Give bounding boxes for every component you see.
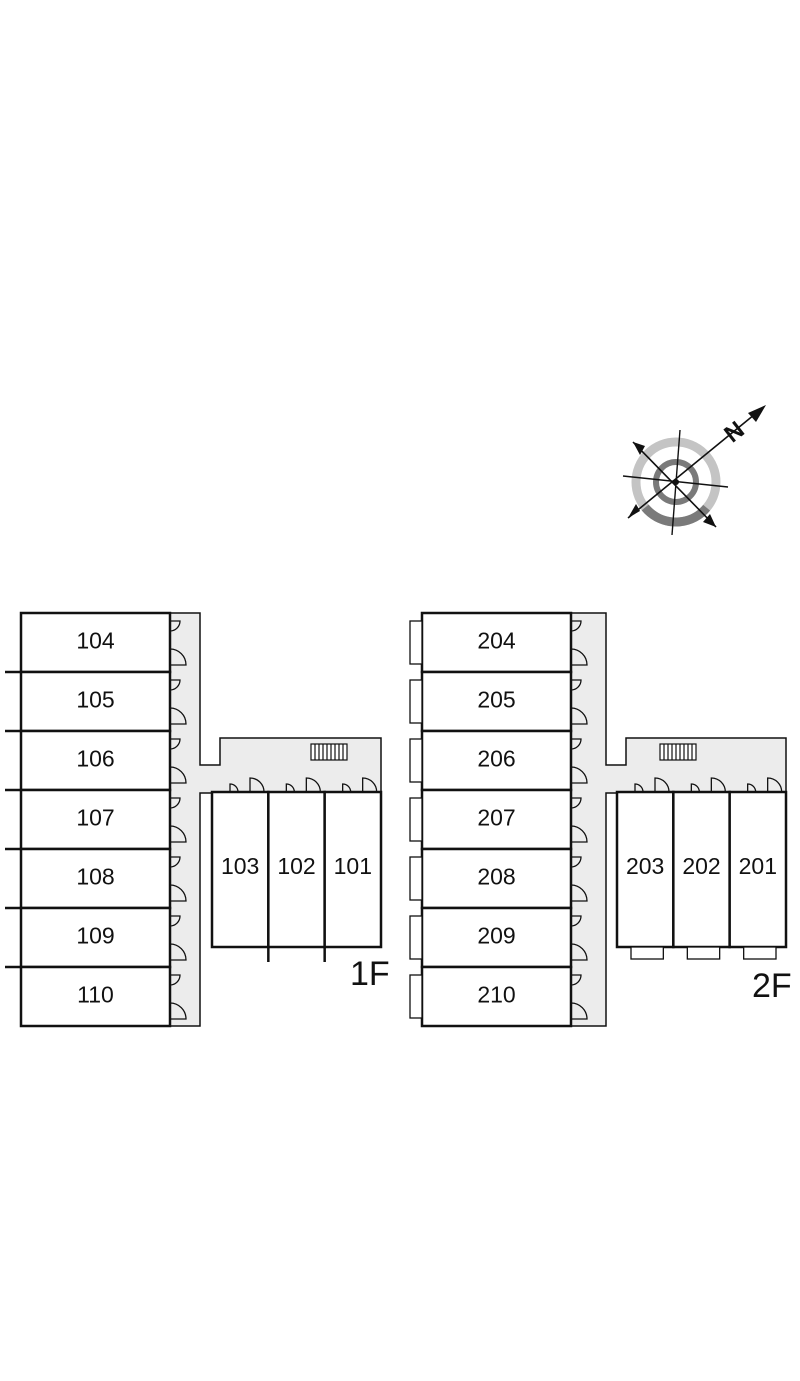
room-label: 104 bbox=[76, 628, 115, 654]
balcony bbox=[409, 738, 423, 783]
room-label: 206 bbox=[477, 746, 515, 772]
room-label: 109 bbox=[76, 923, 114, 949]
balcony bbox=[409, 974, 423, 1019]
door-icon bbox=[570, 738, 588, 784]
room-207[interactable]: 207 bbox=[409, 788, 588, 851]
room-label: 110 bbox=[77, 982, 114, 1008]
room-label: 202 bbox=[682, 853, 720, 879]
room-101[interactable]: 101 bbox=[323, 777, 383, 962]
room-label: 108 bbox=[76, 864, 114, 890]
room-103[interactable]: 103 bbox=[210, 777, 270, 949]
room-label: 210 bbox=[477, 982, 515, 1008]
room-label: 107 bbox=[76, 805, 114, 831]
room-104[interactable]: 104 bbox=[19, 611, 187, 674]
door-icon bbox=[169, 738, 187, 784]
room-208[interactable]: 208 bbox=[409, 847, 588, 910]
room-110[interactable]: 110 bbox=[5, 965, 187, 1028]
balcony bbox=[743, 946, 777, 960]
door-icon bbox=[285, 777, 321, 793]
door-icon bbox=[570, 620, 588, 666]
room-203[interactable]: 203 bbox=[615, 777, 675, 960]
room-204[interactable]: 204 bbox=[409, 611, 588, 674]
room-209[interactable]: 209 bbox=[409, 906, 588, 969]
stairs-icon bbox=[659, 743, 697, 761]
door-icon bbox=[169, 679, 187, 725]
room-label: 103 bbox=[221, 853, 259, 879]
door-icon bbox=[570, 797, 588, 843]
balcony bbox=[630, 946, 664, 960]
room-105[interactable]: 105 bbox=[5, 670, 187, 733]
door-icon bbox=[169, 974, 187, 1020]
room-label: 106 bbox=[76, 746, 114, 772]
door-icon bbox=[570, 679, 588, 725]
balcony bbox=[686, 946, 721, 960]
door-icon bbox=[747, 777, 783, 793]
room-label: 101 bbox=[334, 853, 372, 879]
room-102[interactable]: 102 bbox=[267, 777, 326, 962]
door-icon bbox=[169, 620, 187, 666]
room-108[interactable]: 108 bbox=[5, 847, 187, 910]
door-icon bbox=[690, 777, 726, 793]
room-106[interactable]: 106 bbox=[5, 729, 187, 792]
balcony bbox=[409, 797, 423, 842]
room-107[interactable]: 107 bbox=[5, 788, 187, 851]
room-109[interactable]: 109 bbox=[5, 906, 187, 969]
door-icon bbox=[570, 974, 588, 1020]
room-210[interactable]: 210 bbox=[409, 965, 588, 1028]
door-icon bbox=[169, 797, 187, 843]
north-label: N bbox=[719, 416, 749, 448]
balcony bbox=[409, 856, 423, 901]
balcony bbox=[409, 620, 423, 665]
room-label: 204 bbox=[477, 628, 516, 654]
stairs-icon bbox=[310, 743, 348, 761]
room-label: 201 bbox=[739, 853, 777, 879]
north-arrow-compass-icon: N bbox=[622, 405, 766, 536]
balcony bbox=[409, 915, 423, 960]
room-label: 203 bbox=[626, 853, 664, 879]
room-202[interactable]: 202 bbox=[672, 777, 731, 960]
door-icon bbox=[634, 777, 670, 793]
door-icon bbox=[169, 856, 187, 902]
room-label: 207 bbox=[477, 805, 515, 831]
door-icon bbox=[169, 915, 187, 961]
room-205[interactable]: 205 bbox=[409, 670, 588, 733]
room-201[interactable]: 201 bbox=[728, 777, 788, 960]
door-icon bbox=[229, 777, 265, 793]
floor-2f: 204 205 206 207 208 209 210 203 202 201 2F bbox=[409, 611, 792, 1028]
room-label: 102 bbox=[277, 853, 315, 879]
room-label: 208 bbox=[477, 864, 515, 890]
floor-label: 1F bbox=[350, 955, 390, 993]
room-label: 105 bbox=[76, 687, 114, 713]
room-label: 205 bbox=[477, 687, 515, 713]
room-206[interactable]: 206 bbox=[409, 729, 588, 792]
door-icon bbox=[570, 856, 588, 902]
balcony bbox=[409, 679, 423, 724]
door-icon bbox=[342, 777, 378, 793]
floor-label: 2F bbox=[752, 967, 792, 1005]
door-icon bbox=[570, 915, 588, 961]
room-label: 209 bbox=[477, 923, 515, 949]
floor-1f: 104 105 106 107 108 109 110 103 102 101 1F bbox=[5, 611, 390, 1028]
